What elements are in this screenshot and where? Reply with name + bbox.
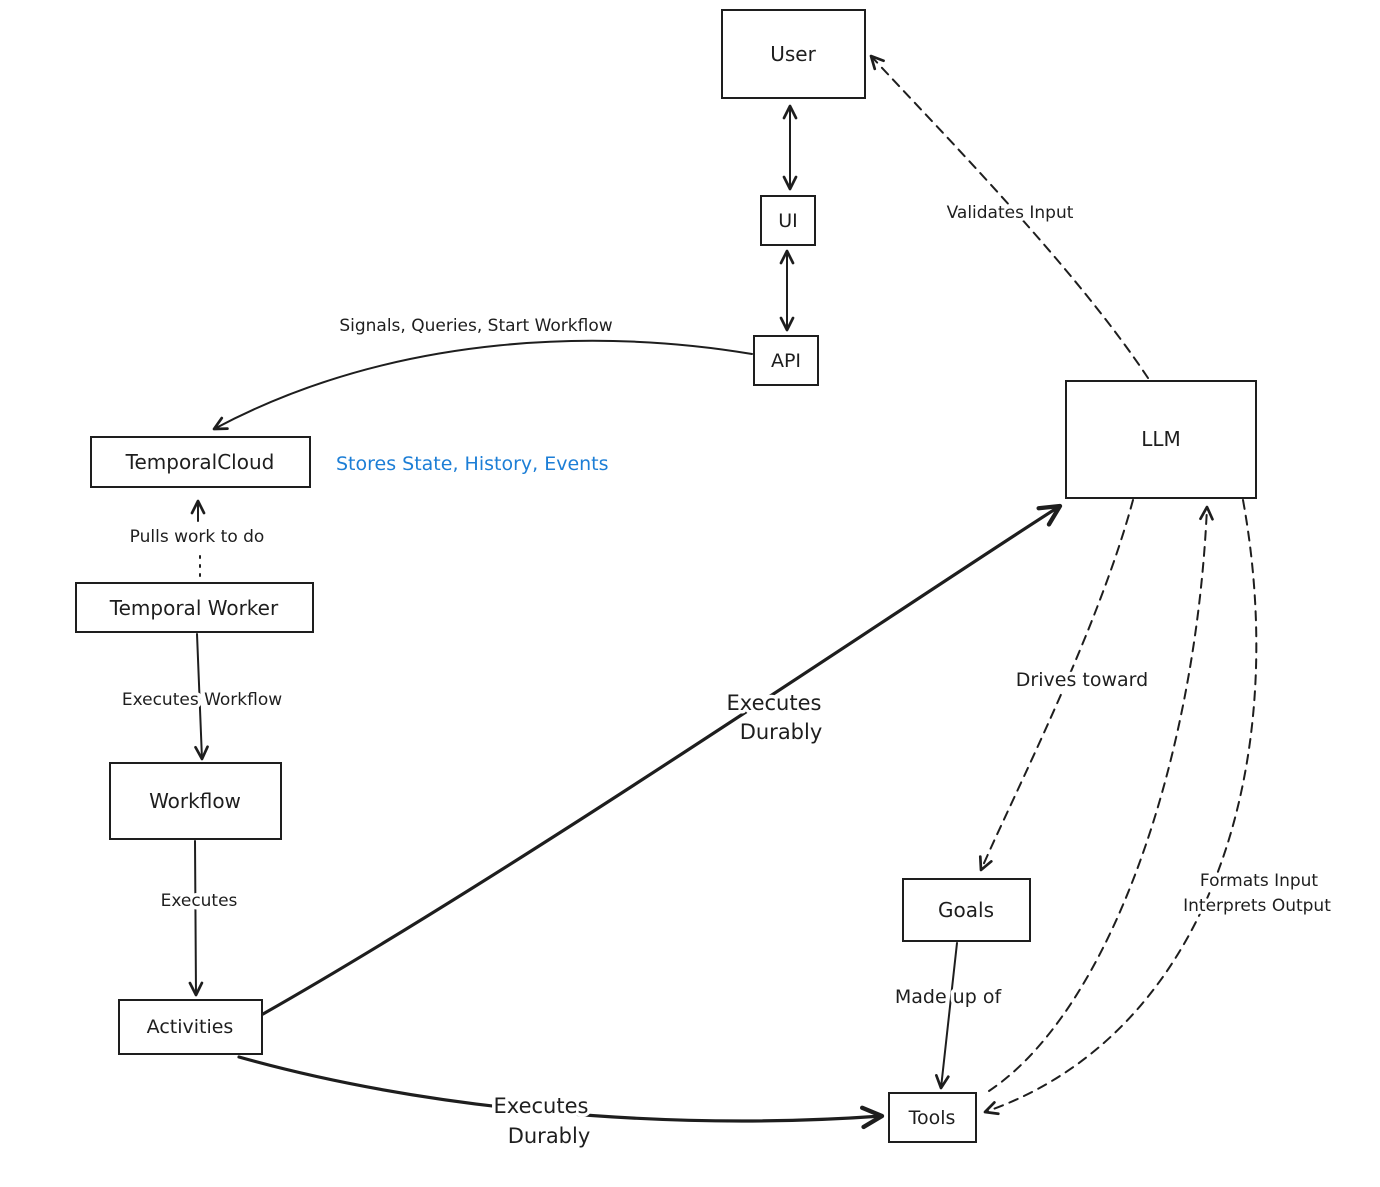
edge-label-executes-durably-llm-2: Durably [740,720,823,744]
api-node-label: API [771,350,801,372]
edge-workflow-activities [188,840,204,997]
edge-label-executes-durably-llm-1: Executes [727,691,822,715]
temporal-worker-node-label: Temporal Worker [109,596,279,620]
nodes: User UI API LLM TemporalCloud Temporal W… [75,9,1257,1143]
edge-tools-llm [988,505,1214,1092]
edge-llm-goals [978,499,1134,872]
edge-labels: Signals, Queries, Start Workflow Validat… [118,200,1334,1152]
edge-worker-workflow [194,633,209,761]
edge-label-drives-toward: Drives toward [1016,669,1148,691]
edge-label-interprets-output: Interprets Output [1183,896,1331,916]
goals-node-box [902,878,1031,942]
edge-api-temporalcloud [212,339,753,431]
edge-llm-tools [983,499,1258,1116]
ui-node-box [760,195,816,246]
ui-node-label: UI [778,210,798,232]
api-node-box [753,335,819,386]
goals-node-label: Goals [938,898,994,922]
node-activities: Activities [118,999,263,1055]
llm-node-box [1065,380,1257,499]
edge-activities-tools [237,1055,885,1130]
user-node-box [721,9,866,99]
edge-label-executes-workflow: Executes Workflow [122,690,282,710]
edge-activities-llm [261,503,1063,1016]
edge-label-executes: Executes [161,891,238,911]
tools-node-label: Tools [908,1107,956,1129]
edge-label-executes-durably-tools-2: Durably [508,1124,591,1148]
tools-node-box [888,1092,977,1143]
edge-goals-tools [935,942,958,1090]
edge-label-executes-durably-tools-1: Executes [494,1094,589,1118]
edge-llm-user [869,54,1149,379]
node-ui: UI [760,195,816,246]
llm-node-label: LLM [1141,427,1181,451]
edge-label-signals: Signals, Queries, Start Workflow [339,316,612,336]
edges [188,54,1258,1130]
workflow-node-label: Workflow [149,789,241,813]
temporal-cloud-node-box [90,436,311,488]
temporal-worker-node-box [75,582,314,633]
node-api: API [753,335,819,386]
node-temporal-cloud: TemporalCloud [90,436,311,488]
activities-node-box [118,999,263,1055]
node-workflow: Workflow [109,762,282,840]
node-tools: Tools [888,1092,977,1143]
edge-label-made-up-of: Made up of [895,986,1003,1008]
node-user: User [721,9,866,99]
workflow-node-box [109,762,282,840]
user-node-label: User [770,42,816,66]
node-temporal-worker: Temporal Worker [75,582,314,633]
node-llm: LLM [1065,380,1257,499]
edge-label-formats-input: Formats Input [1200,871,1319,891]
edge-label-stores-state: Stores State, History, Events [336,453,609,475]
node-goals: Goals [902,878,1031,942]
edge-label-pulls-work: Pulls work to do [130,527,265,547]
temporal-cloud-node-label: TemporalCloud [125,450,275,474]
edge-label-validates-input: Validates Input [947,203,1074,223]
activities-node-label: Activities [147,1016,234,1038]
